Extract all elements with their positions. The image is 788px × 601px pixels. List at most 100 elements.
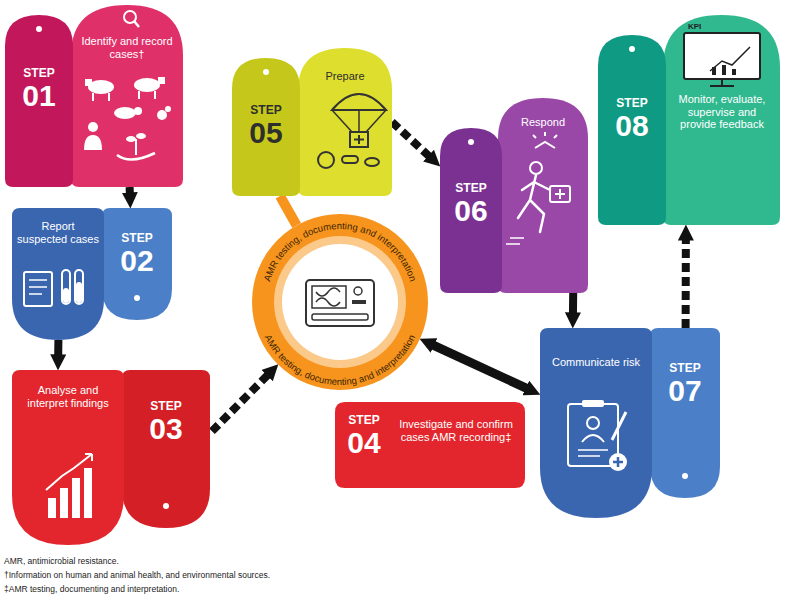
icon-stroke [732, 69, 736, 75]
step-box: PrepareSTEP05 [232, 48, 392, 196]
icon-stroke [533, 135, 536, 138]
icon-stroke [60, 488, 68, 518]
icon-stroke [29, 293, 42, 295]
step-label: Communicate risk [546, 356, 646, 369]
icon-stroke [76, 282, 82, 303]
icon-stroke [312, 286, 346, 308]
icon-stroke [29, 286, 47, 288]
flow-arrow [682, 239, 690, 328]
step-word: STEP [122, 400, 210, 414]
ring-label: AMR testing, documenting and interpretat… [261, 220, 419, 283]
flow-arrow [54, 340, 62, 356]
step-word: STEP [440, 182, 502, 196]
icon-stroke [75, 270, 83, 304]
icon-stroke [518, 175, 550, 232]
step-tab [122, 370, 210, 528]
step-box: Investigate and confirm cases AMR record… [335, 402, 525, 488]
step-number: 02 [102, 246, 172, 276]
icon-stroke [722, 65, 726, 75]
step-icon [24, 270, 83, 306]
step-shape: AMR testing, documenting and interpretat… [252, 214, 428, 390]
tab-hole [263, 69, 269, 75]
ring-inner [274, 236, 406, 368]
step-box: Communicate risk STEP07 [540, 328, 722, 518]
flow-arrow [392, 122, 430, 157]
icon-stroke [582, 435, 604, 442]
icon-stroke [134, 78, 160, 92]
step-number: 01 [5, 81, 73, 111]
icon-stroke [24, 272, 52, 306]
icon-stroke [92, 93, 94, 101]
icon-stroke [84, 468, 92, 518]
icon-stroke [354, 135, 364, 144]
icon-stroke [684, 33, 760, 79]
icon-stroke [578, 455, 600, 457]
step-word: STEP [232, 104, 300, 118]
step-tab [540, 328, 652, 518]
step-tab [298, 48, 392, 196]
icon-stroke [72, 478, 80, 518]
icon-stroke [721, 79, 723, 85]
icon-stroke [46, 454, 92, 490]
icon-stroke [312, 314, 368, 320]
step-tab [71, 5, 183, 187]
ring-outer [252, 214, 428, 390]
step-box: Analyse and interpret findingsSTEP03 [12, 370, 212, 545]
step-icon [684, 33, 760, 86]
step-shape [12, 370, 212, 545]
step-tab [335, 402, 525, 488]
screen-label: KPI [688, 22, 701, 31]
ring-label-path: AMR testing, documenting and interpretat… [261, 220, 419, 283]
step-label: Respond [504, 116, 582, 129]
icon-stroke [544, 132, 546, 136]
step-number: 07 [650, 376, 720, 406]
step-tab [598, 35, 666, 225]
process-ring: AMR testing, documenting and interpretat… [252, 214, 428, 390]
icon-stroke [306, 280, 374, 326]
icon-stroke [352, 300, 366, 304]
step-word: STEP [598, 97, 666, 111]
icon-stroke [582, 400, 604, 407]
step-tab [650, 328, 720, 498]
icon-stroke [85, 79, 92, 86]
step-box: Identify and record cases†STEP01 [5, 5, 183, 187]
icon-stroke [612, 412, 626, 440]
step-label: Investigate and confirm cases AMR record… [393, 418, 519, 443]
step-word: STEP [102, 232, 172, 246]
ring-core [282, 244, 398, 360]
icon-stroke [555, 189, 565, 199]
icon-stroke [306, 280, 374, 326]
icon-stroke [165, 106, 171, 112]
icon-stroke [29, 279, 47, 281]
step-word: STEP [650, 362, 720, 376]
icon-stroke [134, 21, 139, 27]
step-tab [12, 370, 124, 545]
icon-stroke [332, 110, 352, 132]
step-number: 04 [339, 428, 389, 458]
step-icon [46, 454, 92, 518]
icon-stroke [316, 298, 340, 306]
step-label: Analyse and interpret findings [18, 384, 118, 409]
icon-stroke [135, 139, 137, 155]
step-word: STEP [5, 67, 73, 81]
flow-arrow [569, 293, 577, 314]
icon-stroke [158, 77, 165, 84]
step-label: Report suspected cases [16, 220, 100, 245]
icon-stroke [48, 498, 56, 518]
icon-stroke [578, 449, 608, 451]
icon-stroke [350, 132, 368, 147]
icon-stroke [88, 122, 98, 132]
step-tab [5, 15, 73, 187]
icon-stroke [138, 91, 140, 99]
icon-stroke [530, 162, 542, 174]
step-number: 08 [598, 111, 666, 141]
step-box: Report suspected casesSTEP02 [12, 208, 172, 340]
icon-stroke [712, 67, 716, 75]
icon-stroke [568, 404, 618, 466]
icon-stroke [316, 288, 340, 296]
icon-stroke [108, 93, 110, 101]
footnote: ‡AMR testing, documenting and interpreta… [4, 584, 179, 594]
step-icon [84, 11, 171, 160]
step-label: Prepare [304, 70, 386, 83]
